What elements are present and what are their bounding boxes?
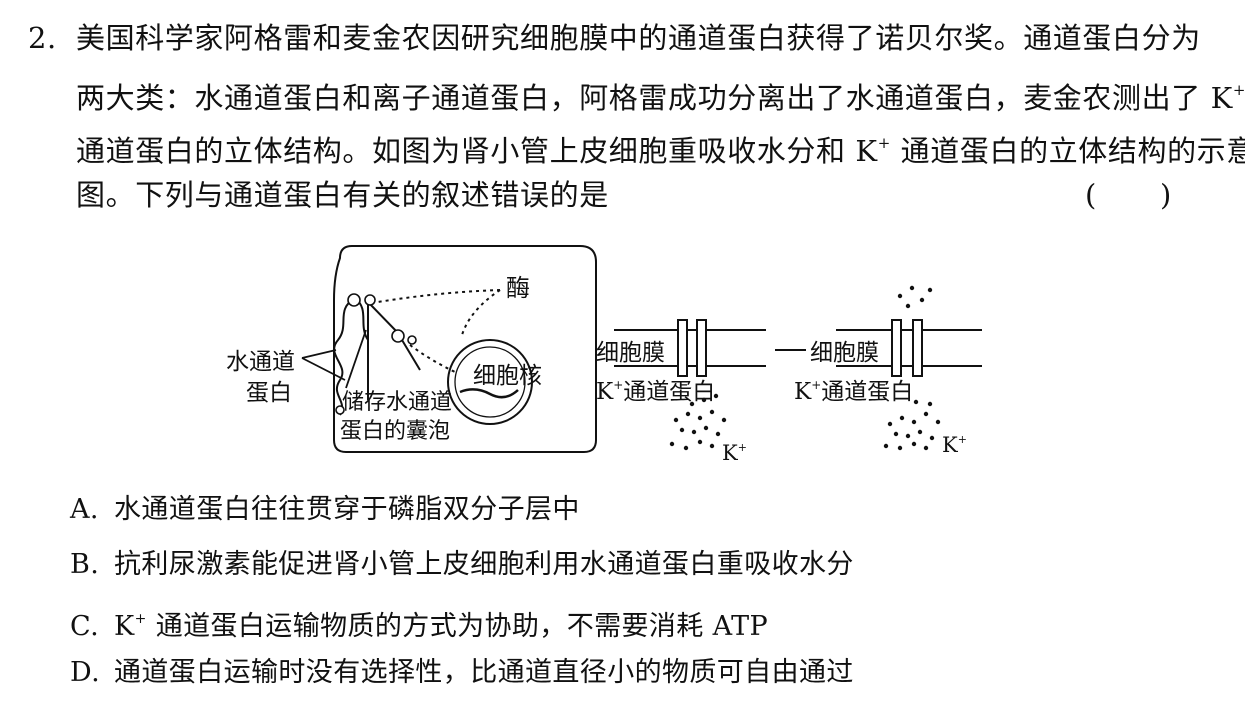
option-letter: C. <box>70 611 100 642</box>
option-letter: A. <box>70 494 99 525</box>
enzyme-arrow-1 <box>377 289 501 303</box>
answer-paren-left: ( <box>1085 178 1097 212</box>
vesicle-label-line-2: 蛋白的囊泡 <box>340 419 450 444</box>
cell-outline <box>333 245 597 453</box>
answer-paren-right: ) <box>1160 178 1172 212</box>
k-channel-protein-2-right <box>912 319 923 377</box>
option-a[interactable]: A. 水通道蛋白往往贯穿于磷脂双分子层中 <box>70 492 580 528</box>
superscript-plus: + <box>811 378 821 392</box>
k-channel-protein-2-left <box>891 319 902 377</box>
question-text-line-3-pre: 通道蛋白的立体结构。如图为肾小管上皮细胞重吸收水分和 K <box>76 134 878 168</box>
option-letter: D. <box>70 657 101 688</box>
nucleus-label: 细胞核 <box>473 363 542 389</box>
superscript-plus: + <box>1232 81 1245 99</box>
superscript-plus: + <box>958 433 967 446</box>
channel-label-2-rest: 通道蛋白 <box>821 379 913 405</box>
question-text-line-2: 两大类：水通道蛋白和离子通道蛋白，阿格雷成功分离出了水通道蛋白，麦金农测出了 K <box>76 81 1233 115</box>
option-c[interactable]: C. K+ 通道蛋白运输物质的方式为协助，不需要消耗 ATP <box>70 601 768 645</box>
svg-text:K+: K+ <box>942 433 967 457</box>
enzyme-arrow-2 <box>461 289 501 336</box>
superscript-plus: + <box>877 134 891 152</box>
option-text: 通道蛋白运输时没有选择性，比通道直径小的物质可自由通过 <box>114 657 854 688</box>
question-text-line-3-post: 通道蛋白的立体结构的示意 <box>890 134 1245 168</box>
option-text: 抗利尿激素能促进肾小管上皮细胞利用水通道蛋白重吸收水分 <box>114 549 854 580</box>
channel-label-1-rest: 通道蛋白 <box>623 379 715 405</box>
vesicle-dotted-path <box>409 344 456 373</box>
k-ion-dots-2 <box>883 285 941 451</box>
option-text: 水通道蛋白往往贯穿于磷脂双分子层中 <box>114 494 580 525</box>
enzyme-label: 酶 <box>506 274 530 302</box>
option-d[interactable]: D. 通道蛋白运输时没有选择性，比通道直径小的物质可自由通过 <box>70 655 854 691</box>
channel-label-1-k: K <box>596 379 614 405</box>
superscript-plus: + <box>613 378 623 392</box>
svg-text:K+通道蛋白: K+通道蛋白 <box>794 378 913 405</box>
membrane-label-1: 细胞膜 <box>596 340 665 366</box>
svg-text:K+通道蛋白: K+通道蛋白 <box>596 378 715 405</box>
vesicle-label-line-1: 储存水通道 <box>342 390 452 415</box>
k-ion-dots-1 <box>669 393 727 451</box>
nucleus-inner <box>454 346 526 418</box>
question-number: 2. <box>28 21 57 55</box>
membrane-label-2: 细胞膜 <box>810 340 879 366</box>
option-text-post: 通道蛋白运输物质的方式为协助，不需要消耗 ATP <box>146 611 769 642</box>
channel-label-2-k: K <box>794 379 812 405</box>
k-channel-protein-1-right <box>696 319 707 377</box>
svg-text:K+: K+ <box>722 441 747 465</box>
option-text-pre: K <box>114 611 135 642</box>
option-b[interactable]: B. 抗利尿激素能促进肾小管上皮细胞利用水通道蛋白重吸收水分 <box>70 547 854 583</box>
superscript-plus: + <box>134 611 147 627</box>
ion-label-2: K <box>942 433 958 457</box>
question-text-line-4: 图。下列与通道蛋白有关的叙述错误的是 <box>76 178 609 212</box>
water-channel-label-line-2: 蛋白 <box>246 380 292 406</box>
question-text-line-1: 美国科学家阿格雷和麦金农因研究细胞膜中的通道蛋白获得了诺贝尔奖。通道蛋白分为 <box>76 21 1201 55</box>
nucleus-outer <box>447 339 533 425</box>
water-channel-protein-chain <box>333 297 356 416</box>
option-letter: B. <box>70 549 100 580</box>
superscript-plus: + <box>738 441 747 454</box>
water-channel-label-line-1: 水通道 <box>226 349 295 375</box>
k-channel-protein-1-left <box>677 319 688 377</box>
ion-label-1: K <box>722 441 738 465</box>
